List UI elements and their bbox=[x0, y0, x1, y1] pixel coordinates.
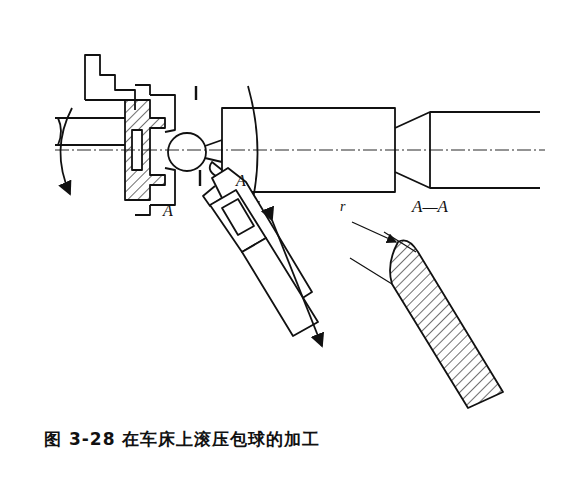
radius-label: r bbox=[340, 200, 345, 214]
section-mark: A bbox=[236, 173, 246, 189]
figure-caption: 图 3-28 在车床上滚压包球的加工 bbox=[44, 428, 320, 451]
section-mark: A bbox=[163, 203, 173, 219]
section-label: A—A bbox=[412, 198, 448, 215]
